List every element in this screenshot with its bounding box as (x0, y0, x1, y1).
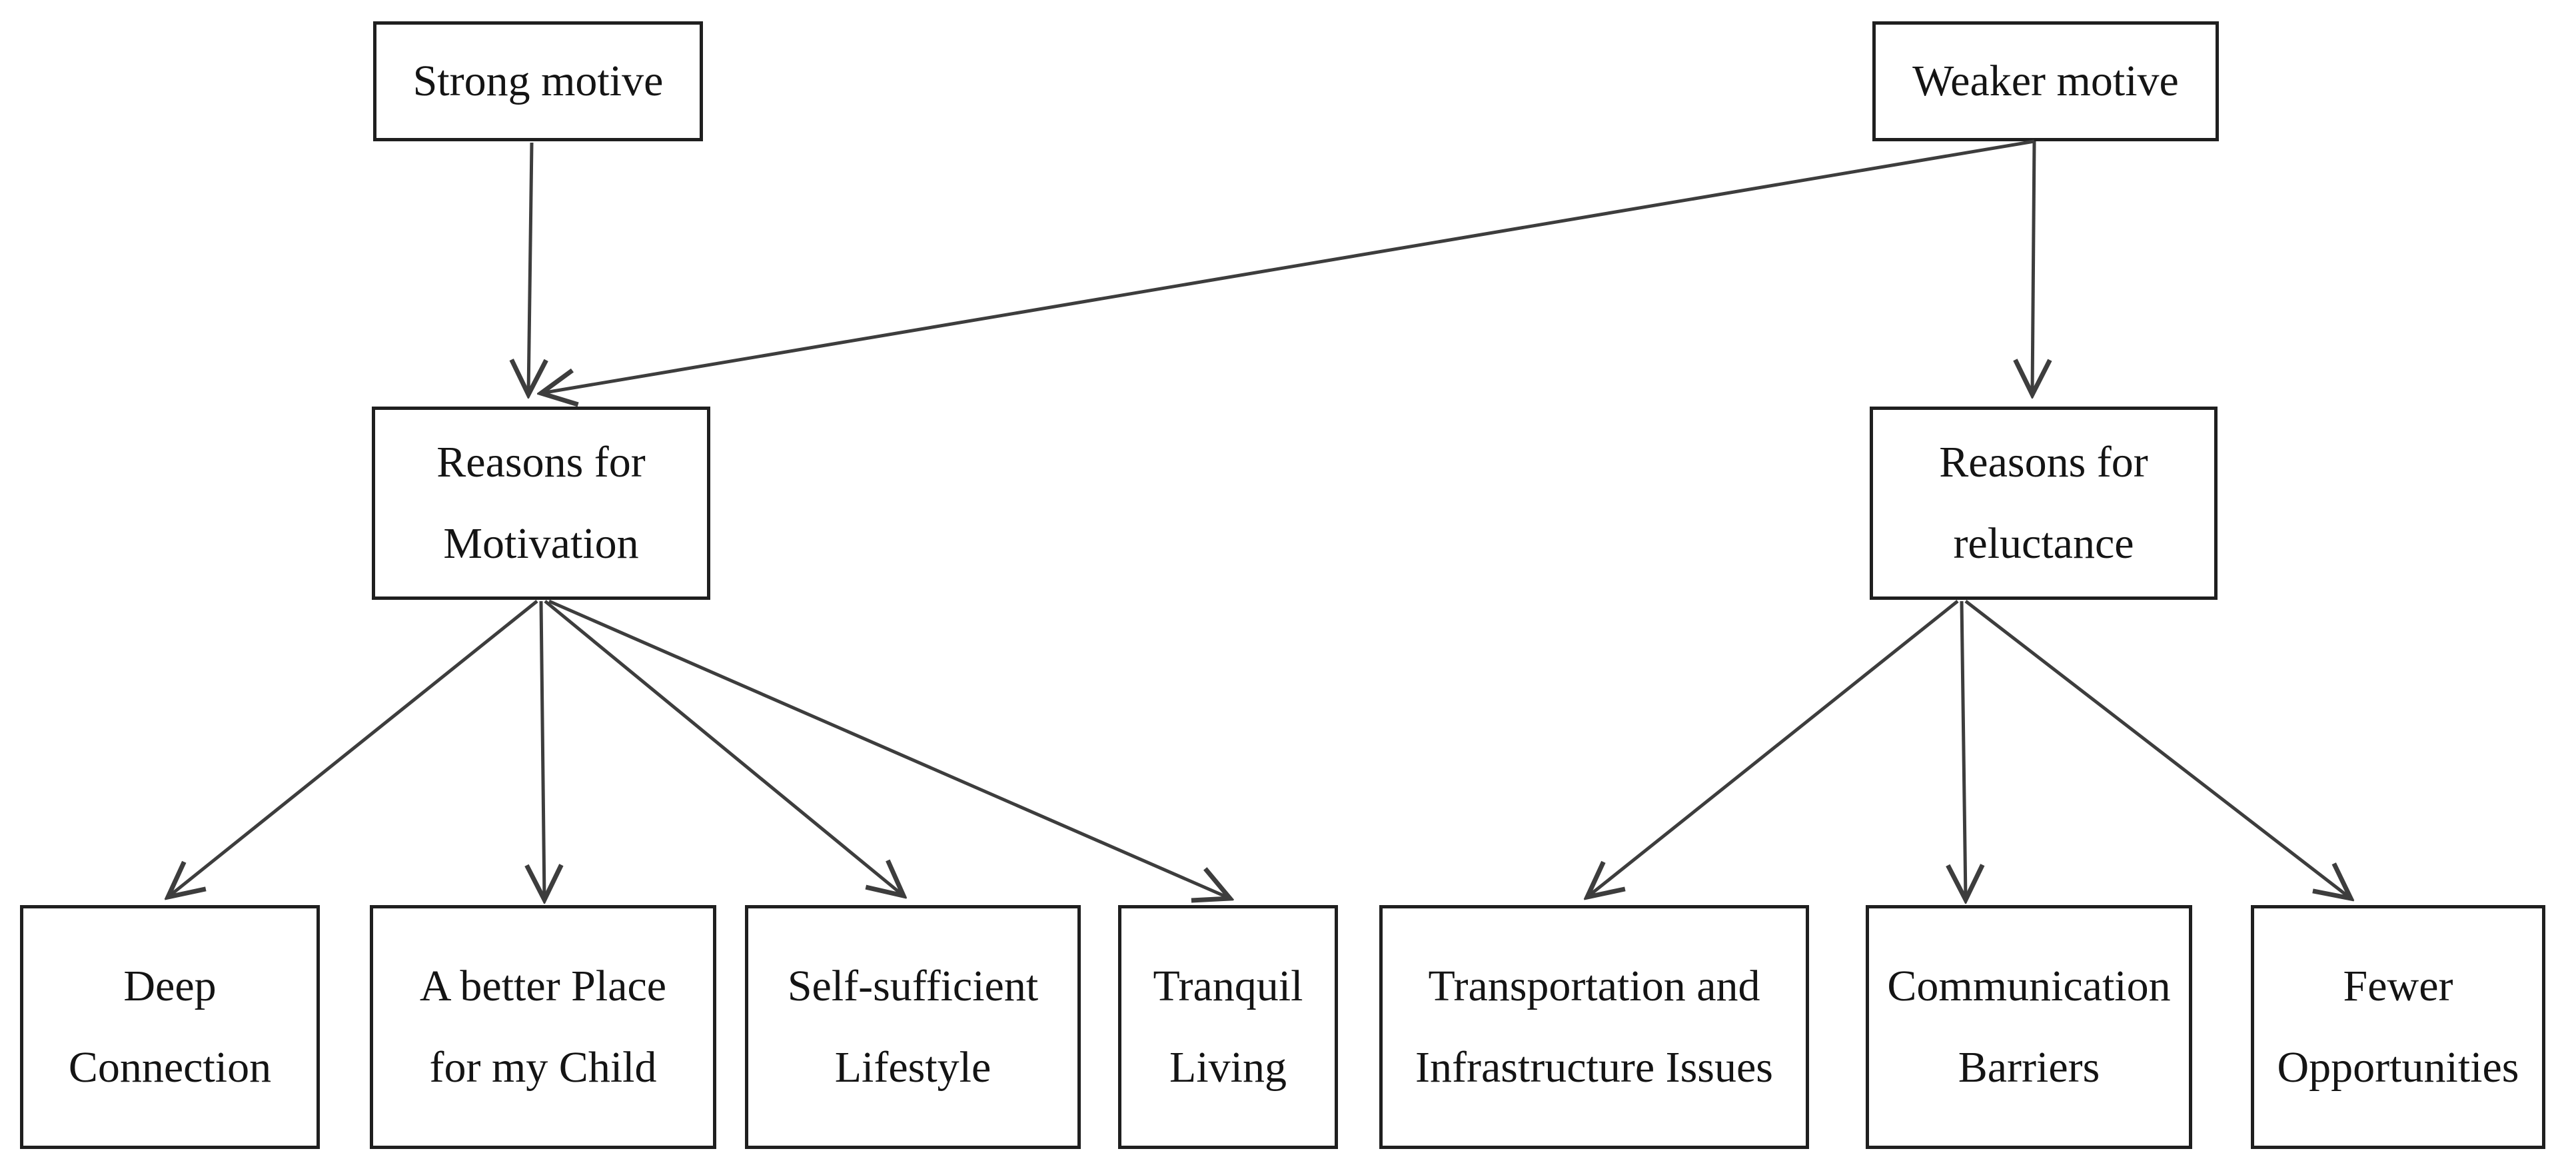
node-tranquil-living: Tranquil Living (1118, 905, 1338, 1149)
node-label-line: A better Place (419, 962, 667, 1010)
node-label-line: Fewer (2343, 962, 2453, 1010)
node-label-line: Infrastructure Issues (1415, 1043, 1773, 1092)
node-label-line: Reasons for (436, 438, 646, 487)
node-communication-barriers: Communication Barriers (1866, 905, 2192, 1149)
node-label-line: Tranquil (1153, 962, 1303, 1010)
arrow-strong-motive-to-reasons-for-motivation (528, 142, 532, 395)
node-fewer-opportunities: Fewer Opportunities (2251, 905, 2545, 1149)
node-label-line: Opportunities (2277, 1043, 2519, 1092)
node-reasons-for-motivation: Reasons for Motivation (372, 407, 710, 600)
arrow-weaker-motive-to-reasons-for-motivation (541, 139, 2035, 393)
arrow-reasons-for-motivation-to-deep-connection (168, 600, 538, 897)
arrow-weaker-motive-to-reasons-for-reluctance (2032, 141, 2034, 395)
node-label-line: reluctance (1953, 519, 2134, 568)
node-transportation-infrastructure-issues: Transportation and Infrastructure Issues (1379, 905, 1809, 1149)
arrow-reasons-for-motivation-to-better-place (541, 600, 544, 900)
node-strong-motive: Strong motive (373, 21, 703, 141)
arrow-reasons-for-motivation-to-self-sufficient (544, 600, 904, 896)
node-self-sufficient-lifestyle: Self-sufficient Lifestyle (745, 905, 1081, 1149)
node-label-line: Motivation (443, 519, 639, 568)
node-label-line: Communication (1887, 962, 2171, 1010)
node-label-line: for my Child (429, 1043, 657, 1092)
node-label-line: Deep (123, 962, 217, 1010)
node-better-place-for-child: A better Place for my Child (370, 905, 716, 1149)
node-label-line: Reasons for (1939, 438, 2148, 487)
node-label-line: Self-sufficient (787, 962, 1039, 1010)
arrow-reasons-for-motivation-to-tranquil-living (548, 599, 1230, 898)
node-weaker-motive: Weaker motive (1872, 21, 2219, 141)
node-label-line: Strong motive (412, 57, 664, 105)
node-label-line: Barriers (1958, 1043, 2100, 1092)
arrow-reasons-for-reluctance-to-fewer-opportunities (1964, 600, 2351, 898)
node-label-line: Weaker motive (1912, 57, 2179, 105)
node-label-line: Connection (68, 1043, 272, 1092)
node-deep-connection: Deep Connection (20, 905, 320, 1149)
node-label-line: Living (1169, 1043, 1287, 1092)
node-label-line: Transportation and (1428, 962, 1760, 1010)
arrow-reasons-for-reluctance-to-communication (1962, 600, 1966, 900)
node-label-line: Lifestyle (834, 1043, 991, 1092)
arrow-reasons-for-reluctance-to-transportation (1587, 600, 1959, 897)
node-reasons-for-reluctance: Reasons for reluctance (1870, 407, 2218, 600)
